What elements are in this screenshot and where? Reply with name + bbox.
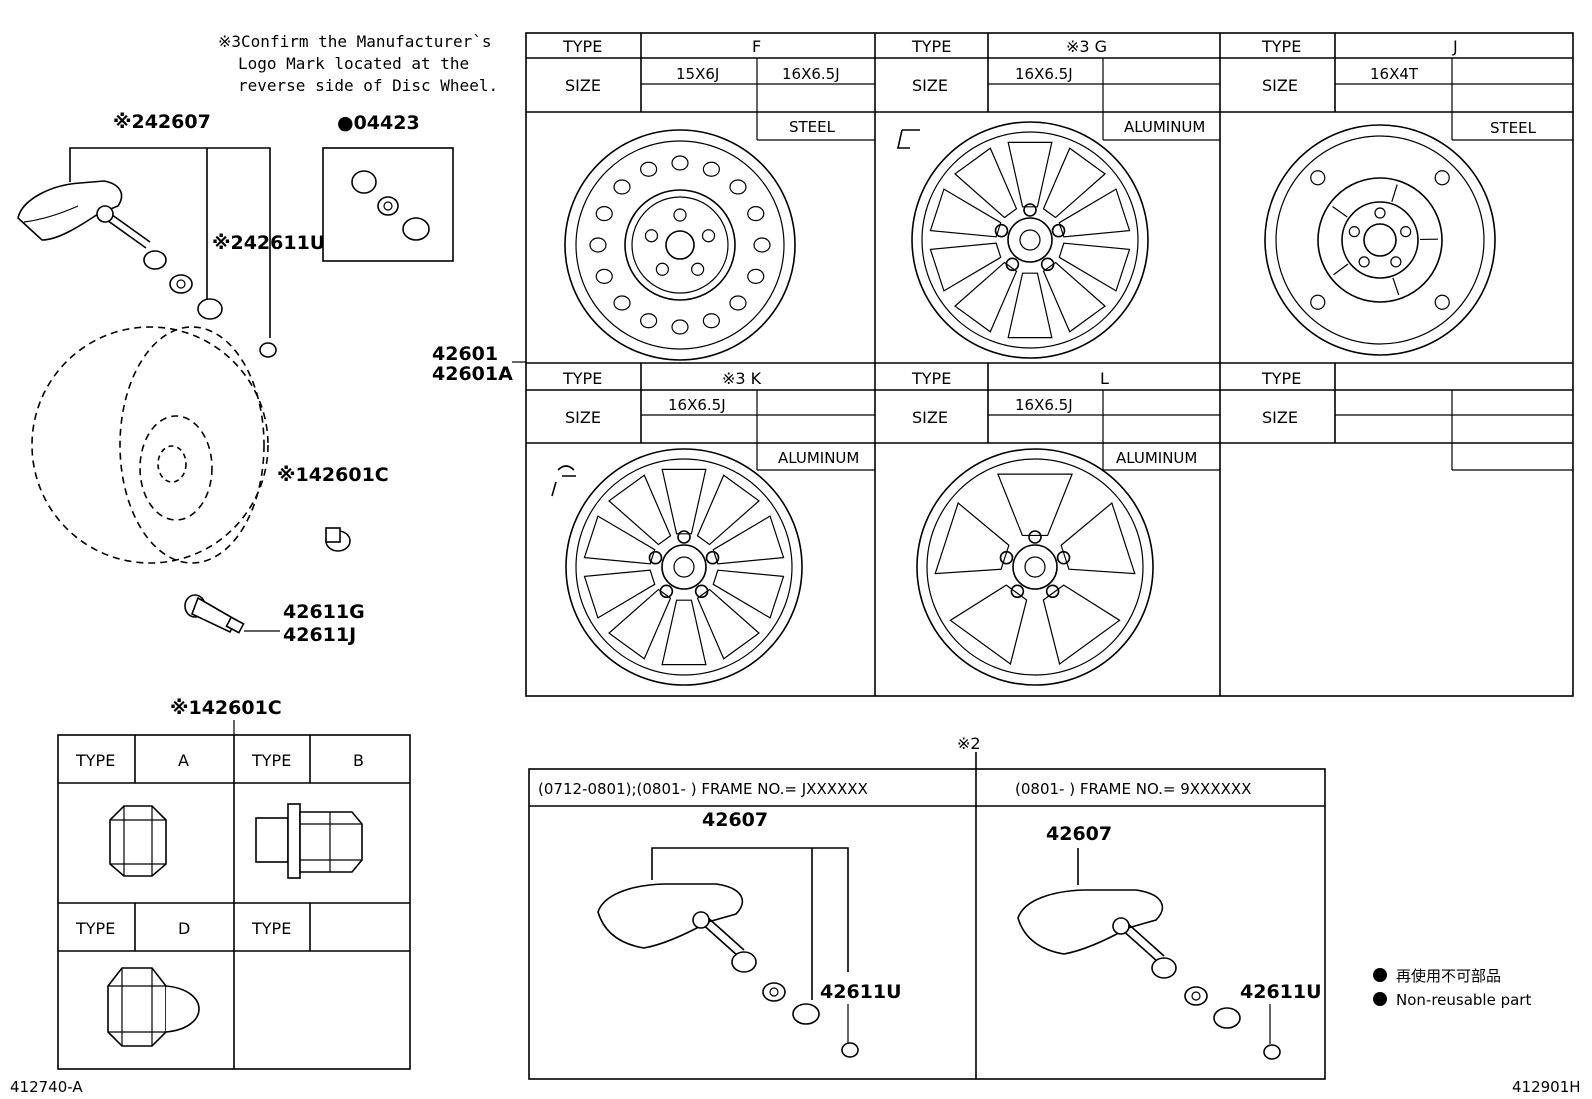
size-label-f: SIZE (565, 76, 601, 95)
note-line-1: ※3Confirm the Manufacturer`s (218, 32, 492, 51)
tpms-sensor-icon (17, 180, 277, 358)
tpms-marker: ※2 (957, 734, 981, 753)
nut-type-a: A (178, 751, 189, 770)
tpms-table-grid (528, 752, 1326, 1080)
type-f: F (752, 37, 761, 56)
steel-wheel-f-icon (564, 129, 796, 361)
valve-nut-part-number: ※242611U (212, 232, 325, 254)
nut-type-label-empty: TYPE (251, 919, 291, 938)
tpms-right-nut-number: 42611U (1240, 981, 1322, 1003)
type-label-l: TYPE (911, 369, 951, 388)
logo-mark-g-icon (897, 129, 920, 149)
aluminum-wheel-g-icon (911, 121, 1149, 359)
figure-code-right: 412901H (1512, 1078, 1581, 1096)
kit-box (322, 147, 454, 262)
nut-type-label-d: TYPE (75, 919, 115, 938)
kit-part-number: ●04423 (337, 112, 420, 134)
tpms-right-sensor-icon (1017, 889, 1281, 1060)
type-g: ※3 G (1066, 37, 1107, 56)
sensor-part-number: ※242607 (113, 111, 211, 133)
type-label-empty: TYPE (1261, 369, 1301, 388)
type-label-g: TYPE (911, 37, 951, 56)
size-label-empty: SIZE (1262, 408, 1298, 427)
tpms-left-leader (651, 847, 849, 1000)
legend-bullet-jp-icon (1373, 968, 1387, 982)
nut-table-grid (57, 734, 411, 1070)
size-g-1: 16X6.5J (1015, 65, 1073, 83)
note-line-2: Logo Mark located at the (238, 54, 469, 73)
legend-en: Non-reusable part (1396, 991, 1531, 1009)
valve-stem-icon (184, 594, 245, 634)
hub-nut-icon (325, 527, 351, 552)
note-line-3: reverse side of Disc Wheel. (238, 76, 498, 95)
logo-mark-k-icon (551, 465, 576, 497)
size-label-k: SIZE (565, 408, 601, 427)
material-f: STEEL (789, 118, 836, 136)
kit-parts-icon (351, 170, 430, 241)
tpms-left-nut-number: 42611U (820, 981, 902, 1003)
type-j: J (1452, 37, 1458, 56)
nut-type-label-b: TYPE (251, 751, 291, 770)
lug-nut-b-icon (255, 803, 363, 879)
aluminum-wheel-l-icon (916, 448, 1154, 686)
size-f-1: 15X6J (676, 65, 719, 83)
nut-type-label-a: TYPE (75, 751, 115, 770)
figure-code-left: 412740-A (10, 1078, 83, 1096)
wheel-table-grid (525, 32, 1574, 697)
valve-g-part-number: 42611G (283, 601, 365, 623)
tpms-right-header: (0801- ) FRAME NO.= 9XXXXXX (1015, 780, 1251, 798)
size-label-g: SIZE (912, 76, 948, 95)
lug-nut-d-icon (107, 967, 200, 1047)
type-k: ※3 K (722, 369, 762, 388)
type-l: L (1100, 369, 1109, 388)
material-j: STEEL (1490, 119, 1537, 137)
nut-type-b: B (353, 751, 364, 770)
valve-j-part-number: 42611J (283, 624, 356, 646)
nut-table-part-number: ※142601C (170, 697, 282, 719)
legend-bullet-en-icon (1373, 992, 1387, 1006)
size-f-2: 16X6.5J (782, 65, 840, 83)
tpms-left-sensor-number: 42607 (702, 809, 768, 831)
legend-jp: 再使用不可部品 (1396, 967, 1501, 985)
size-label-j: SIZE (1262, 76, 1298, 95)
type-label-f: TYPE (562, 37, 602, 56)
size-label-l: SIZE (912, 408, 948, 427)
type-label-k: TYPE (562, 369, 602, 388)
wheel-part-number-1: 42601 (432, 343, 498, 365)
steel-wheel-j-icon (1264, 124, 1496, 356)
size-j-1: 16X4T (1370, 65, 1419, 83)
sensor-leader-lines (69, 147, 271, 338)
hub-nut-part-number: ※142601C (277, 464, 389, 486)
wheel-part-number-2: 42601A (432, 363, 513, 385)
tpms-right-sensor-number: 42607 (1046, 823, 1112, 845)
size-k-1: 16X6.5J (668, 396, 726, 414)
material-l: ALUMINUM (1116, 449, 1197, 467)
tire-icon (31, 326, 269, 564)
tpms-left-sensor-icon (597, 883, 859, 1058)
material-g: ALUMINUM (1124, 118, 1205, 136)
aluminum-wheel-k-icon (565, 448, 803, 686)
lug-nut-a-icon (109, 805, 167, 877)
type-label-j: TYPE (1261, 37, 1301, 56)
tpms-left-header: (0712-0801);(0801- ) FRAME NO.= JXXXXXX (538, 780, 868, 798)
size-l-1: 16X6.5J (1015, 396, 1073, 414)
material-k: ALUMINUM (778, 449, 859, 467)
nut-type-d: D (178, 919, 190, 938)
